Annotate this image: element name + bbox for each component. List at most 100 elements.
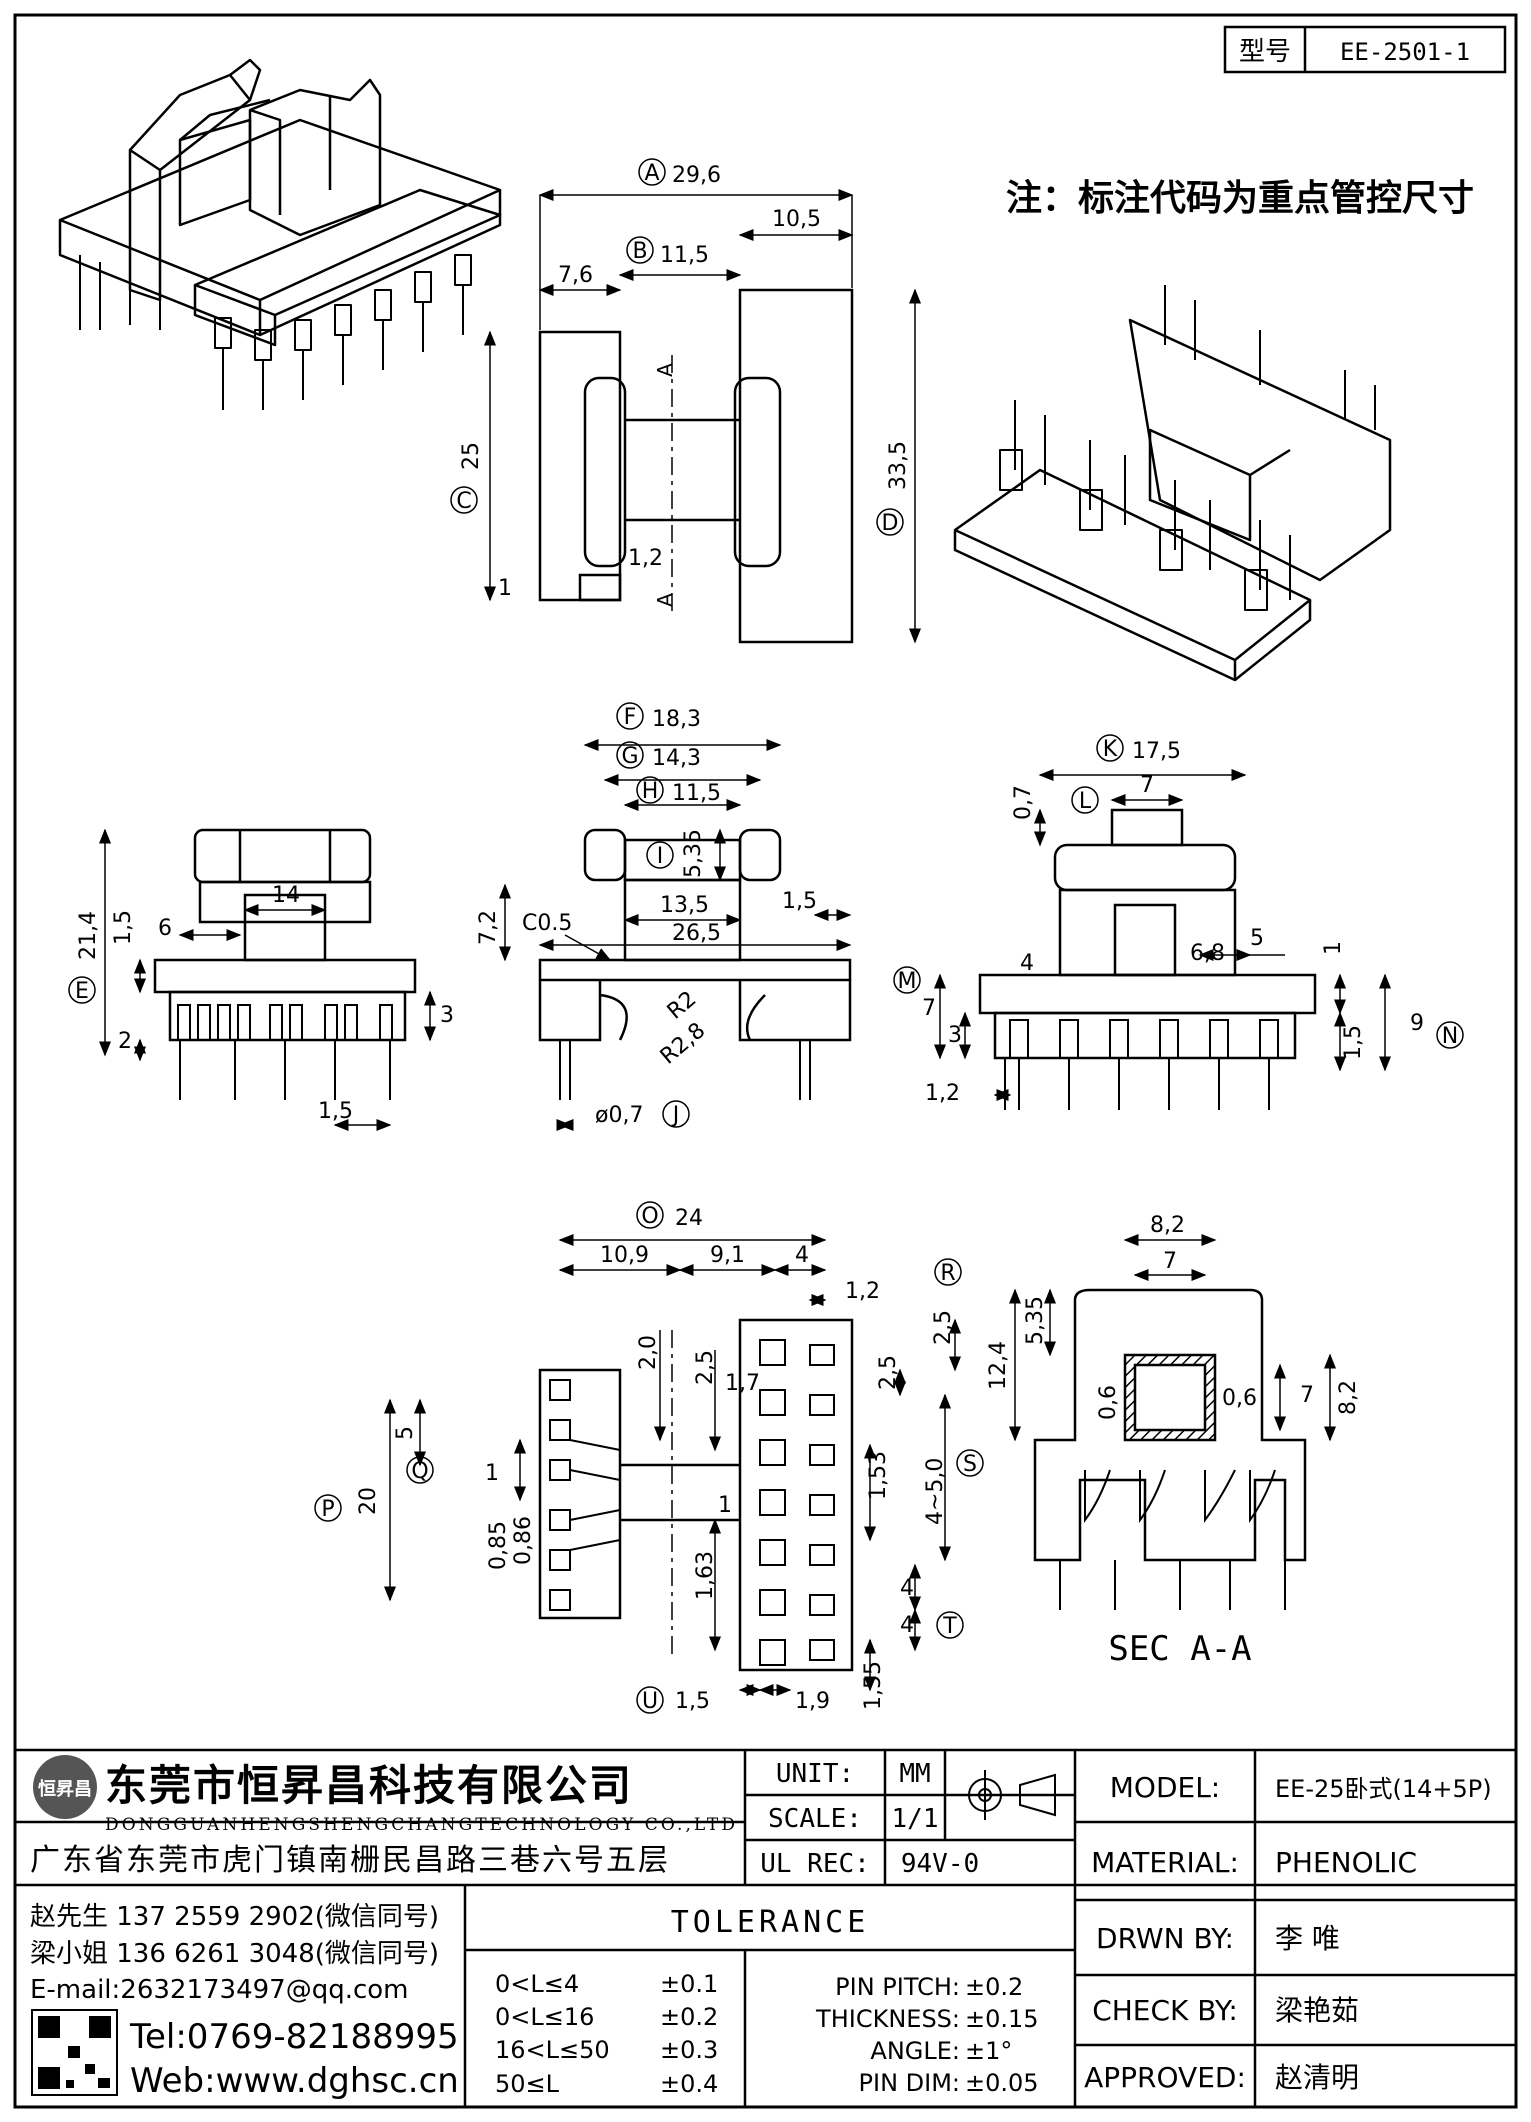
bottom-view-labels: O 24 10,9 9,1 4 1,2 R 2,5 2,0 2,5 1,7 2,…: [314, 1201, 984, 1714]
dim-side-26-5: 26,5: [672, 921, 721, 946]
iso-view-top-left: [58, 58, 502, 410]
dim-sec-5-35: 5,35: [1023, 1296, 1048, 1345]
dim-N: 9: [1410, 1011, 1424, 1036]
side-view-dims: [499, 739, 852, 1131]
tol-extra-value-1: ±0.15: [965, 2005, 1039, 2033]
front-view-dims: [99, 828, 436, 1131]
section-view: [1033, 1288, 1307, 1610]
dim-right-7: 7: [922, 996, 936, 1021]
tol-extra-name-1: THICKNESS:: [815, 2005, 960, 2033]
tol-extra-value-3: ±0.05: [965, 2069, 1039, 2097]
svg-text:P: P: [321, 1497, 334, 1522]
dim-U: 1,5: [675, 1689, 710, 1714]
dim-sec-7-right: 7: [1300, 1383, 1314, 1408]
top-view: A A: [538, 288, 854, 644]
dim-Q: 1: [485, 1461, 499, 1486]
logo-text: 恒昇昌: [38, 1778, 92, 1800]
material-label: MATERIAL:: [1091, 1846, 1239, 1879]
svg-text:R: R: [940, 1261, 955, 1286]
approved-label: APPROVED:: [1084, 2061, 1246, 2094]
qr-code-icon: [31, 2009, 118, 2096]
dim-front-6: 6: [158, 916, 172, 941]
check-label: CHECK BY:: [1092, 1994, 1238, 2027]
dim-bot-2-0: 2,0: [636, 1335, 661, 1370]
dim-sec-0-6-right: 0,6: [1222, 1386, 1257, 1411]
svg-text:O: O: [641, 1204, 658, 1229]
contact-2: 梁小姐 136 6261 3048(微信同号): [30, 1939, 439, 1969]
drawn-label: DRWN BY:: [1096, 1922, 1234, 1955]
dim-right-1-5: 1,5: [1341, 1025, 1366, 1060]
dim-front-1-5: 1,5: [111, 910, 136, 945]
svg-text:S: S: [963, 1452, 977, 1477]
dim-top-left-width: 7,6: [558, 263, 593, 288]
dim-M: 4: [1020, 951, 1034, 976]
dim-right-6-8: 6,8: [1190, 941, 1225, 966]
sheet-frame: [13, 13, 1518, 2109]
note-text: 注：标注代码为重点管控尺寸: [1006, 178, 1474, 219]
company-name-cn: 东莞市恒昇昌科技有限公司: [105, 1761, 633, 1810]
dim-P: 20: [356, 1487, 381, 1515]
dim-base: 1: [498, 576, 512, 601]
tol-value-3: ±0.4: [660, 2070, 718, 2098]
tol-range-2: 16<L≤50: [495, 2036, 610, 2064]
projection-symbol-icon: [960, 1770, 1056, 1820]
section-label: SEC A-A: [1108, 1629, 1251, 1669]
svg-text:I: I: [657, 844, 664, 869]
dim-sec-0-6-left: 0,6: [1096, 1385, 1121, 1420]
dim-bot-10-9: 10,9: [600, 1243, 649, 1268]
section-view-labels: 8,2 7 5,35 12,4 0,6 0,6 7 8,2: [986, 1213, 1361, 1420]
iso-view-right: [953, 285, 1392, 682]
scale-label: SCALE:: [768, 1804, 862, 1834]
dim-right-0-7: 0,7: [1011, 785, 1036, 820]
tol-range-0: 0<L≤4: [495, 1970, 579, 1998]
svg-text:C: C: [456, 489, 471, 514]
model-value: EE-25卧式(14+5P): [1275, 1775, 1492, 1803]
dim-bot-1-55: 1,55: [861, 1661, 886, 1710]
dim-bot-1: 1: [718, 1493, 732, 1518]
dim-bot-1-63: 1,63: [693, 1551, 718, 1600]
tol-extra-name-0: PIN PITCH:: [835, 1973, 960, 2001]
bottom-view: [538, 1318, 854, 1672]
tol-value-0: ±0.1: [660, 1970, 718, 1998]
dim-R: 2,5: [931, 1310, 956, 1345]
dim-front-3: 3: [440, 1003, 454, 1028]
end-view: [978, 808, 1317, 1110]
dim-B: 11,5: [660, 243, 709, 268]
dim-right-3: 3: [948, 1023, 962, 1048]
dim-gap: 1,2: [628, 546, 663, 571]
svg-text:E: E: [75, 979, 89, 1004]
front-view-labels: E 21,4 14 6 1,5 2 3 1,5: [68, 883, 454, 1124]
model-label: MODEL:: [1110, 1771, 1220, 1804]
tol-value-2: ±0.3: [660, 2036, 718, 2064]
dim-R2: R2: [663, 987, 702, 1025]
svg-text:A: A: [644, 161, 659, 186]
dim-bot-9-1: 9,1: [710, 1243, 745, 1268]
tol-extra-name-2: ANGLE:: [870, 2037, 960, 2065]
dim-sec-8-2-top: 8,2: [1150, 1213, 1185, 1238]
section-view-dims: [1009, 1234, 1336, 1442]
scale-value: 1/1: [892, 1804, 939, 1834]
dim-L: 7: [1140, 773, 1154, 798]
check-value: 梁艳茹: [1275, 1994, 1359, 2027]
title-fields: MODEL: EE-25卧式(14+5P) MATERIAL: PHENOLIC…: [1084, 1771, 1492, 2094]
dim-right-1: 1: [1321, 941, 1346, 955]
dim-top-right-width: 10,5: [772, 207, 821, 232]
end-view-labels: K 17,5 L 7 0,7 M 4 6,8 5 1 7 3 1,5 9 N 1…: [893, 734, 1464, 1106]
tol-extra-value-2: ±1°: [965, 2037, 1012, 2065]
contact-web: Web:www.dghsc.cn: [130, 2061, 459, 2101]
dim-bot-2-5b: 2,5: [876, 1355, 901, 1390]
dim-bot-5: 5: [393, 1426, 418, 1440]
dim-front-2: 2: [118, 1029, 132, 1054]
dim-side-7-2: 7,2: [476, 910, 501, 945]
dim-K: 17,5: [1132, 739, 1181, 764]
model-box-label: 型号: [1239, 37, 1291, 67]
ul-label: UL REC:: [760, 1849, 870, 1879]
dim-sec-8-2-right: 8,2: [1336, 1380, 1361, 1415]
material-value: PHENOLIC: [1275, 1846, 1417, 1879]
dim-D: 33,5: [886, 441, 911, 490]
approved-value: 赵清明: [1275, 2061, 1359, 2094]
top-view-labels: A 29,6 B 11,5 10,5 7,6 C 25 D 33,5 1,2 1: [450, 158, 911, 601]
front-view: [153, 828, 417, 1100]
dim-right-1-2: 1,2: [925, 1081, 960, 1106]
dim-bot-0-86: 0,86: [511, 1516, 536, 1565]
